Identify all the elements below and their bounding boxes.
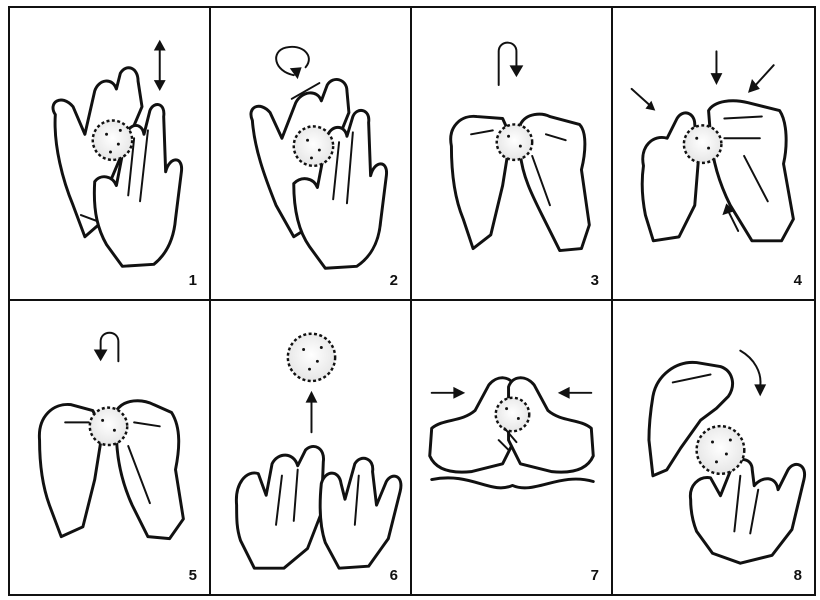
step-number: 8 <box>794 567 802 584</box>
panel-7: 7 <box>412 301 613 594</box>
curved-down-arrow-icon <box>740 351 766 397</box>
ball-icon <box>497 124 532 159</box>
ball-icon <box>496 398 529 431</box>
right-hand <box>320 458 401 568</box>
ball-icon <box>684 125 721 162</box>
step-number: 1 <box>189 272 197 289</box>
flip-arrow-icon <box>94 333 119 362</box>
panel-4: 4 <box>613 8 814 301</box>
up-arrow-icon <box>306 391 318 432</box>
flip-arrow-icon <box>499 43 524 85</box>
step-number: 6 <box>390 567 398 584</box>
panel-6-illustration <box>211 301 410 594</box>
circular-arrow-icon <box>276 47 309 79</box>
left-hand <box>236 446 323 568</box>
step-number: 4 <box>794 272 802 289</box>
panel-5-illustration <box>10 301 209 594</box>
bottom-hand <box>690 460 804 564</box>
ball-icon <box>294 126 333 165</box>
panel-3-illustration <box>412 8 611 299</box>
panel-1-illustration <box>10 8 209 299</box>
ball-icon <box>697 426 745 474</box>
double-arrow-icon <box>154 40 166 91</box>
panel-1: 1 <box>10 8 211 301</box>
panel-3: 3 <box>412 8 613 301</box>
panel-8: 8 <box>613 301 814 594</box>
ball-icon <box>90 408 127 445</box>
step-number: 5 <box>189 567 197 584</box>
step-number: 7 <box>591 567 599 584</box>
panel-8-illustration <box>613 301 814 594</box>
step-number: 2 <box>390 272 398 289</box>
ball-icon <box>93 120 132 159</box>
panel-2: 2 <box>211 8 412 301</box>
step-number: 3 <box>591 272 599 289</box>
panel-5: 5 <box>10 301 211 594</box>
panel-6: 6 <box>211 301 412 594</box>
panel-7-illustration <box>412 301 611 594</box>
ball-icon <box>288 334 335 381</box>
panel-4-illustration <box>613 8 814 299</box>
instruction-grid: 1 2 <box>8 6 816 596</box>
panel-2-illustration <box>211 8 410 299</box>
